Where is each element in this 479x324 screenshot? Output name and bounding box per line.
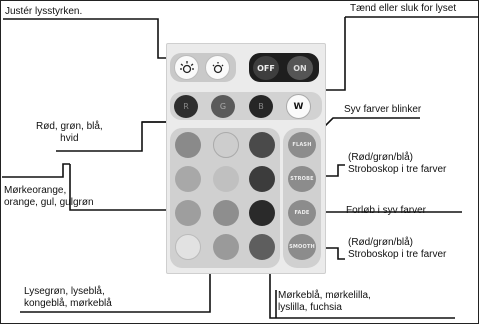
color-button[interactable] <box>213 200 239 226</box>
color-button[interactable] <box>175 200 201 226</box>
label-purples: Mørkeblå, mørkelilla, lyslilla, fuchsia <box>278 290 371 313</box>
label-on-off: Tænd eller sluk for lyset <box>350 3 457 14</box>
blue-button[interactable]: B <box>249 95 273 118</box>
strobe-button[interactable]: STROBE <box>288 166 316 192</box>
label-rgbw: Rød, grøn, blå, hvid <box>36 121 103 144</box>
label-strobe: (Rød/grøn/blå) Stroboskop i tre farver <box>348 152 447 175</box>
color-button[interactable] <box>213 132 239 158</box>
color-button[interactable] <box>249 200 275 226</box>
color-button[interactable] <box>175 132 201 158</box>
smooth-button[interactable]: SMOOTH <box>288 234 316 260</box>
color-button[interactable] <box>213 234 239 260</box>
brightness-down-button[interactable] <box>205 55 230 80</box>
color-button[interactable] <box>175 234 201 260</box>
label-greens-blues: Lysegrøn, lyseblå, kongeblå, mørkeblå <box>24 286 112 309</box>
brightness-up-icon <box>179 60 194 73</box>
label-oranges: Mørkeorange, orange, gul, gulgrøn <box>4 185 94 208</box>
green-button[interactable]: G <box>211 95 235 118</box>
on-button[interactable]: ON <box>287 56 313 80</box>
off-button[interactable]: OFF <box>253 56 279 80</box>
label-flash: Syv farver blinker <box>344 104 422 115</box>
color-button[interactable] <box>213 166 239 192</box>
fade-button[interactable]: FADE <box>288 200 316 226</box>
color-button[interactable] <box>175 166 201 192</box>
red-button[interactable]: R <box>174 95 198 118</box>
white-button[interactable]: W <box>286 94 311 119</box>
color-button[interactable] <box>249 132 275 158</box>
color-button[interactable] <box>249 166 275 192</box>
label-smooth: (Rød/grøn/blå) Stroboskop i tre farver <box>348 237 447 260</box>
flash-button[interactable]: FLASH <box>288 132 316 158</box>
label-brightness: Justér lysstyrken. <box>5 6 83 17</box>
brightness-down-icon <box>212 61 223 73</box>
label-fade: Forløb i syv farver <box>346 205 427 216</box>
color-button[interactable] <box>249 234 275 260</box>
remote-control: OFF ON R G B W FLASH STROBE FADE SMOOTH <box>166 43 326 274</box>
brightness-up-button[interactable] <box>174 55 199 80</box>
